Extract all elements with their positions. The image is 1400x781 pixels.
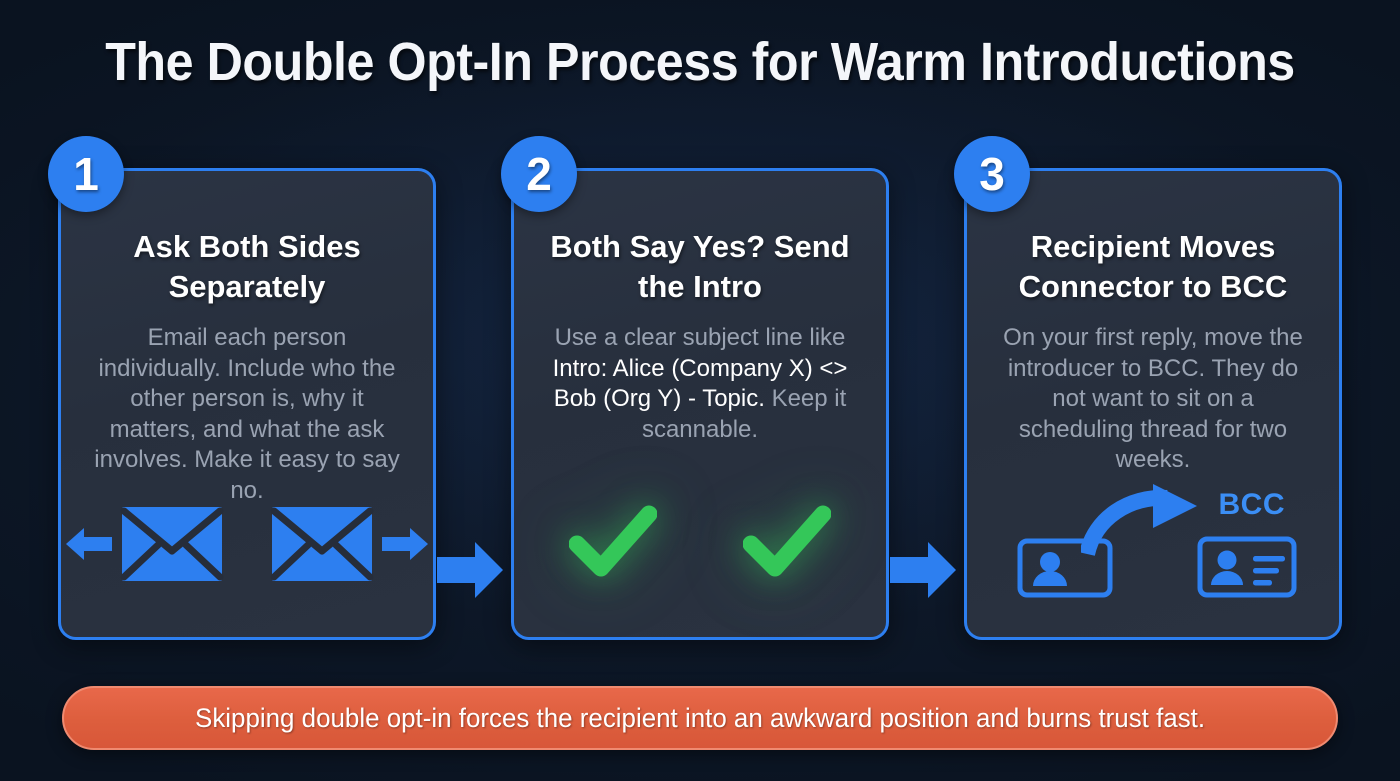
contact-card-moved-to-bcc-icon: BCC [1003, 484, 1303, 604]
contact-card-source-icon [1017, 538, 1113, 598]
emphasized-text: Intro: Alice (Company X) <> Bob (Org Y) … [552, 354, 848, 413]
steps-row: 1 Ask Both Sides Separately Email each p… [0, 136, 1400, 643]
arrow-right-icon [382, 528, 428, 560]
step-body-2: Use a clear subject line like Intro: Ali… [540, 323, 860, 445]
envelope-icon [120, 507, 224, 581]
flow-arrow-1-to-2-icon [437, 542, 503, 598]
body-text: Use a clear subject line like [554, 324, 846, 351]
step-body-3: On your first reply, move the introducer… [993, 323, 1313, 476]
arrow-left-icon [66, 528, 112, 560]
curved-arrow-right-icon [1081, 484, 1197, 557]
step-card-2[interactable]: 2 Both Say Yes? Send the Intro Use a cle… [501, 136, 889, 640]
step-card-1[interactable]: 1 Ask Both Sides Separately Email each p… [48, 136, 436, 640]
contact-card-bcc-icon [1197, 536, 1297, 598]
flow-arrow-2-to-3-icon [890, 542, 956, 598]
two-green-checkmarks-icon [568, 504, 832, 585]
checkmark-icon [568, 504, 658, 585]
warning-banner-text: Skipping double opt-in forces the recipi… [194, 703, 1206, 733]
step-card-3[interactable]: 3 Recipient Moves Connector to BCC On yo… [954, 136, 1342, 640]
envelope-outgoing-group [270, 505, 428, 583]
warning-banner: Skipping double opt-in forces the recipi… [62, 686, 1338, 750]
body-text: Email each person individually. Include … [94, 324, 400, 504]
page-title: The Double Opt-In Process for Warm Intro… [105, 32, 1295, 92]
step-number-badge-2: 2 [501, 136, 577, 212]
step-icon-zone-1 [61, 469, 433, 619]
step-body-1: Email each person individually. Include … [87, 323, 407, 506]
envelope-icon [270, 507, 374, 581]
body-text: Keep it scannable. [641, 385, 847, 443]
step-heading-3: Recipient Moves Connector to BCC [1018, 229, 1288, 304]
step-icon-zone-2 [514, 469, 886, 619]
checkmark-icon [742, 504, 832, 585]
envelope-incoming-group [66, 505, 224, 583]
step-number-badge-1: 1 [48, 136, 124, 212]
step-heading-2: Both Say Yes? Send the Intro [550, 229, 850, 304]
bcc-label: BCC [1218, 488, 1285, 521]
body-text: On your first reply, move the introducer… [1003, 324, 1303, 473]
two-envelopes-with-arrows-icon [66, 505, 428, 583]
step-number-badge-3: 3 [954, 136, 1030, 212]
step-heading-1: Ask Both Sides Separately [133, 229, 361, 304]
step-icon-zone-3: BCC [967, 469, 1339, 619]
